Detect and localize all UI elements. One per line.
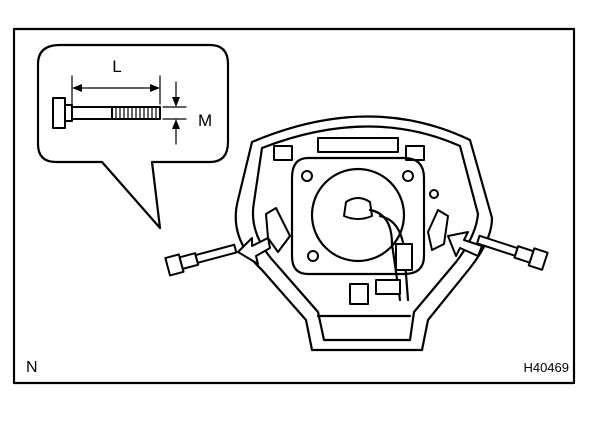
right-insert-arrow: [447, 231, 483, 257]
length-label: L: [112, 57, 121, 76]
plate-screw-top-right: [402, 170, 414, 182]
detail-bolt-thread: [115, 106, 157, 120]
lower-bracket: [349, 283, 369, 305]
plate-screw-bottom-left: [307, 250, 319, 262]
right-bolt-bracket: [427, 209, 449, 251]
connector: [343, 197, 373, 220]
bolt-detail-callout: [36, 43, 230, 230]
length-dimension: [71, 75, 161, 105]
wire-connector: [395, 243, 413, 271]
diameter-dimension: [162, 81, 187, 145]
housing-hole: [429, 189, 439, 199]
left-bolt: [164, 243, 238, 277]
inflator: [310, 167, 406, 263]
top-left-clip: [273, 145, 293, 161]
detail-bolt: [52, 97, 161, 129]
top-slot: [317, 137, 399, 153]
wire-clamp: [375, 279, 401, 295]
inflator-plate: [290, 156, 426, 276]
airbag-housing-inner-rim: [251, 125, 480, 342]
plate-screw-top-left: [301, 170, 313, 182]
diameter-label: M: [198, 111, 212, 130]
figure-id: H40469: [523, 360, 569, 375]
wire-harness: [368, 208, 402, 302]
airbag-assembly: [234, 115, 494, 352]
figure-frame: [12, 27, 576, 385]
right-bolt: [476, 234, 549, 271]
left-insert-arrow: [237, 237, 271, 265]
left-bolt-bracket: [265, 207, 291, 253]
view-label: N: [26, 359, 38, 376]
